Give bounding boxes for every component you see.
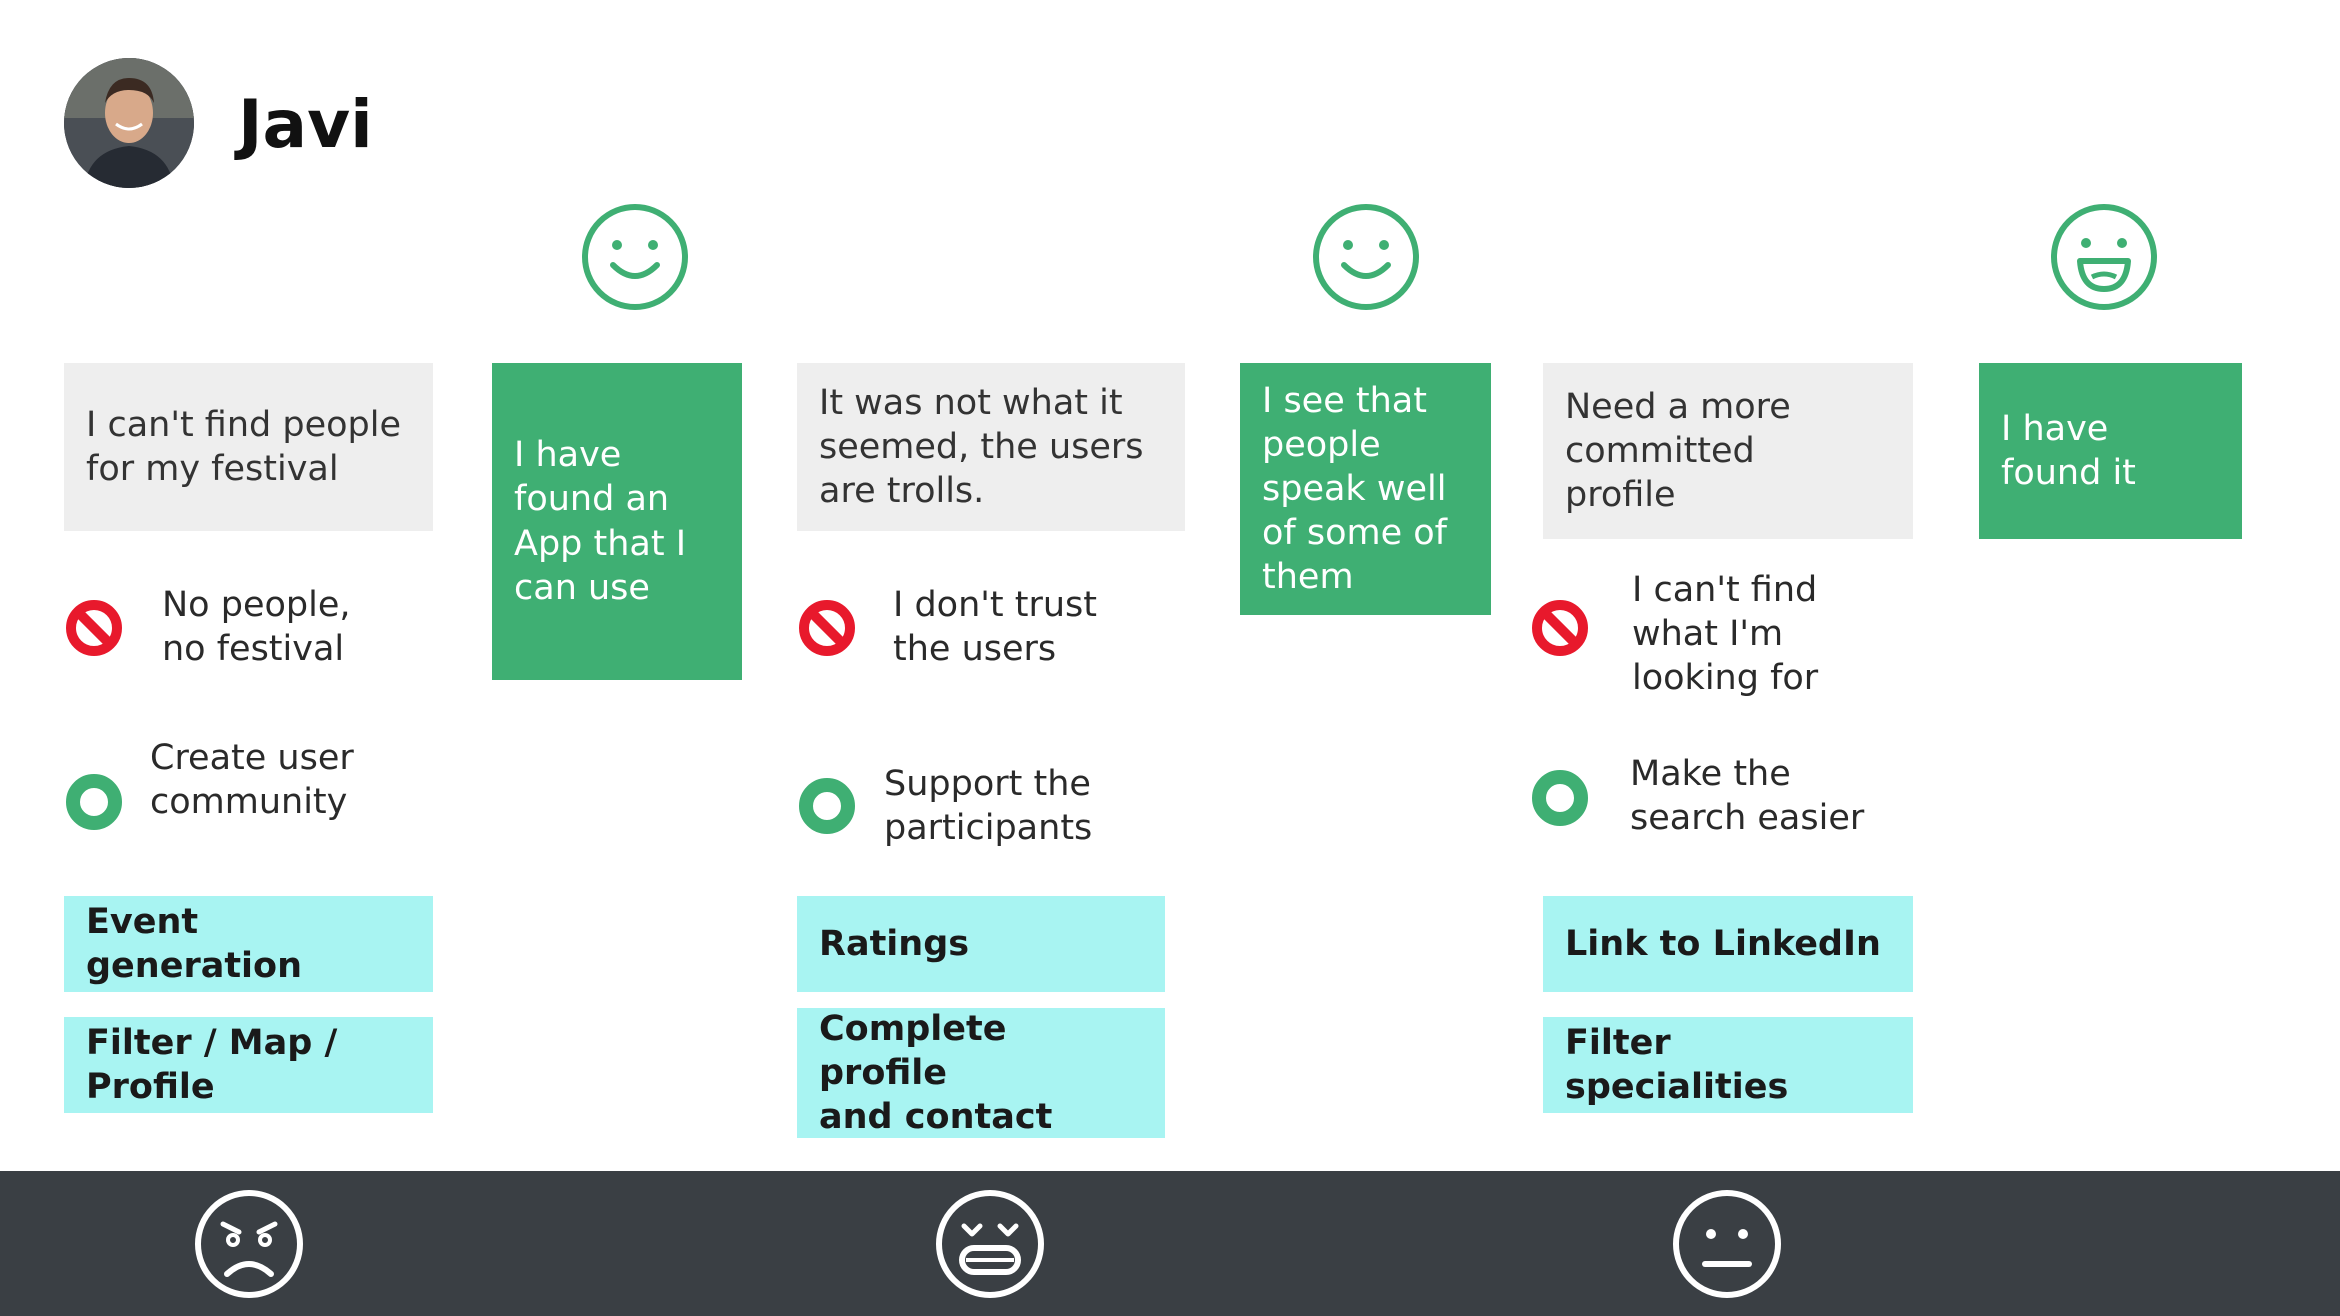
solution-text: Support the participants bbox=[884, 764, 1093, 849]
grimace-icon bbox=[936, 1190, 1044, 1298]
grin-icon bbox=[2051, 204, 2157, 310]
positive-text: I see that people speak well of some of … bbox=[1262, 380, 1447, 598]
feature-label: Filter / Map / Profile bbox=[86, 1022, 338, 1107]
problem-box: It was not what it seemed, the users are… bbox=[797, 363, 1185, 531]
feature-label: Ratings bbox=[819, 923, 970, 964]
feature-label: Complete profile and contact bbox=[819, 1008, 1053, 1138]
pain-text: I don't trust the users bbox=[893, 585, 1097, 670]
solution-text: Make the search easier bbox=[1630, 754, 1865, 839]
feature-box: Filter specialities bbox=[1543, 1017, 1913, 1113]
problem-text: Need a more committed profile bbox=[1565, 386, 1791, 516]
feature-box: Link to LinkedIn bbox=[1543, 896, 1913, 992]
problem-text: I can't find people for my festival bbox=[86, 404, 401, 489]
smile-icon bbox=[1313, 204, 1419, 310]
feature-label: Filter specialities bbox=[1565, 1022, 1789, 1107]
prohibited-icon bbox=[1532, 600, 1588, 656]
positive-text: I have found an App that I can use bbox=[514, 435, 687, 608]
positive-text: I have found it bbox=[2001, 408, 2136, 493]
angry-icon bbox=[195, 1190, 303, 1298]
feature-label: Link to LinkedIn bbox=[1565, 923, 1881, 964]
ring-icon bbox=[799, 778, 855, 834]
positive-box: I see that people speak well of some of … bbox=[1240, 363, 1491, 615]
avatar bbox=[64, 58, 194, 188]
avatar-photo bbox=[64, 58, 194, 188]
problem-box: Need a more committed profile bbox=[1543, 363, 1913, 539]
problem-box: I can't find people for my festival bbox=[64, 363, 433, 531]
feature-box: Event generation bbox=[64, 896, 433, 992]
solution-text: Create user community bbox=[150, 738, 354, 823]
neutral-icon bbox=[1673, 1190, 1781, 1298]
feature-box: Complete profile and contact bbox=[797, 1008, 1165, 1138]
ring-icon bbox=[66, 774, 122, 830]
bottom-bar bbox=[0, 1171, 2340, 1316]
pain-text: No people, no festival bbox=[162, 585, 351, 670]
feature-box: Filter / Map / Profile bbox=[64, 1017, 433, 1113]
positive-box: I have found an App that I can use bbox=[492, 363, 742, 680]
ring-icon bbox=[1532, 770, 1588, 826]
problem-text: It was not what it seemed, the users are… bbox=[819, 382, 1144, 512]
prohibited-icon bbox=[66, 600, 122, 656]
feature-box: Ratings bbox=[797, 896, 1165, 992]
prohibited-icon bbox=[799, 600, 855, 656]
pain-text: I can't find what I'm looking for bbox=[1632, 570, 1819, 699]
positive-box: I have found it bbox=[1979, 363, 2242, 539]
feature-label: Event generation bbox=[86, 901, 303, 986]
persona-name: Javi bbox=[238, 86, 373, 163]
smile-icon bbox=[582, 204, 688, 310]
